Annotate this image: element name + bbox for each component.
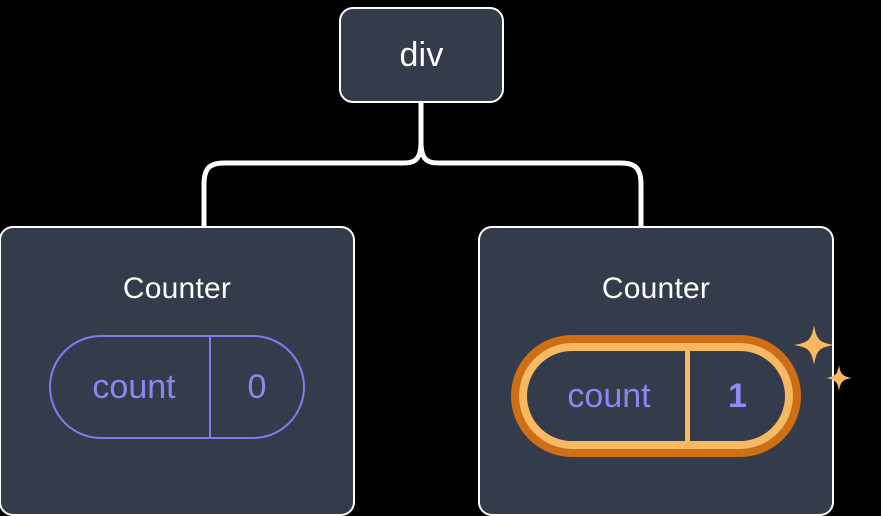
state-pill-right-key: count	[567, 376, 651, 415]
state-pill-left-value: 0	[209, 337, 303, 437]
node-counter-left[interactable]: Counter count 0	[0, 226, 355, 516]
node-counter-right[interactable]: Counter count 1	[478, 226, 852, 516]
node-div[interactable]: div	[339, 7, 504, 103]
state-pill-left[interactable]: count 0	[49, 335, 305, 439]
sparkle-group	[794, 325, 852, 391]
state-pill-left-wrap: count 0	[49, 335, 305, 439]
node-counter-left-title: Counter	[122, 272, 232, 305]
node-counter-right-title: Counter	[601, 272, 711, 305]
state-pill-left-key: count	[92, 367, 176, 406]
state-pill-right-value: 1	[685, 351, 785, 441]
state-pill-right-inner-ring: count 1	[519, 343, 793, 449]
state-pill-right[interactable]: count 1	[511, 325, 852, 457]
connector-right	[418, 141, 644, 226]
connector-left	[201, 141, 424, 226]
state-pill-right-wrap: count 1	[511, 325, 852, 457]
sparkle-icon	[794, 325, 834, 365]
diagram-canvas: div Counter count 0 Counter count 1	[0, 7, 852, 516]
sparkle-small-icon	[826, 365, 852, 391]
node-div-label: div	[399, 36, 444, 74]
